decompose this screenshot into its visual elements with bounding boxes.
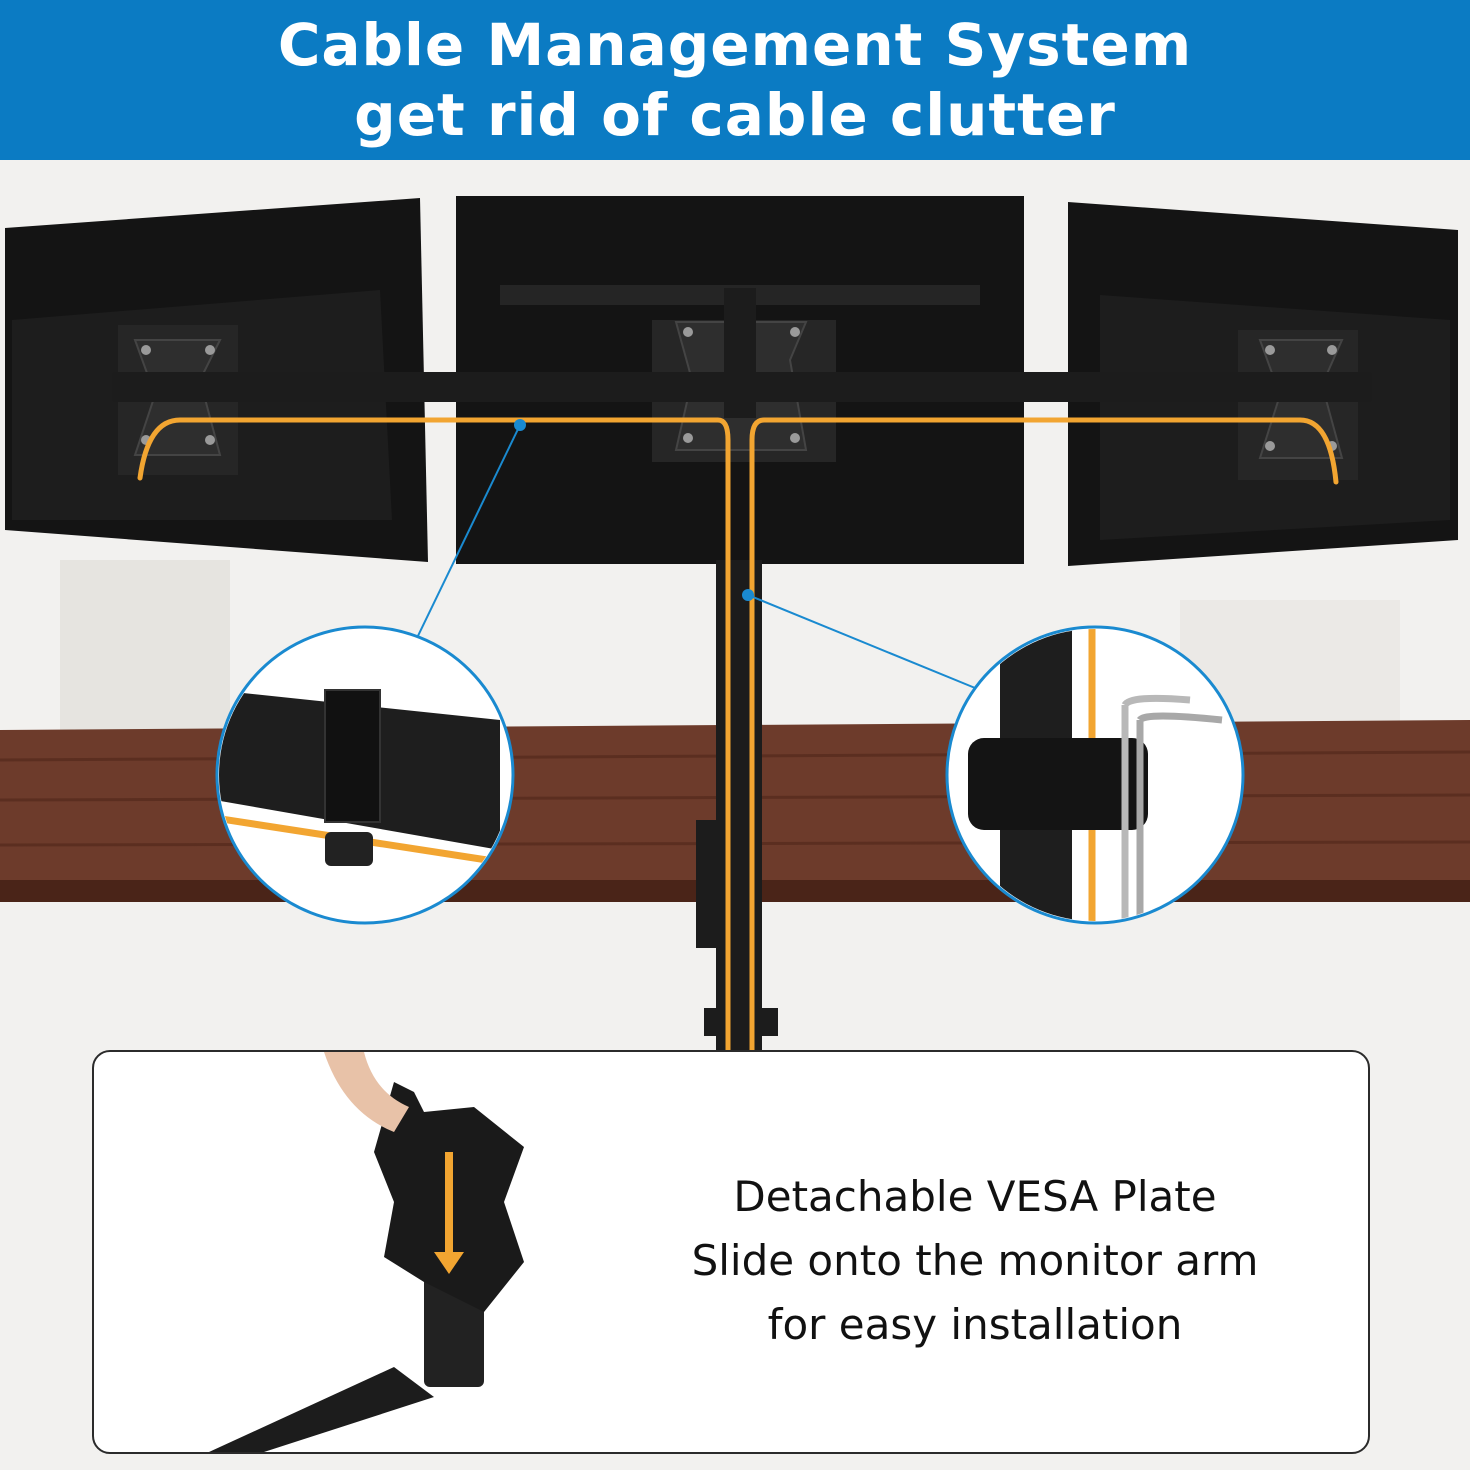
feature-title: Detachable VESA Plate	[733, 1172, 1217, 1221]
cable-routing	[137, 417, 1339, 1053]
banner-title: Cable Management System	[277, 11, 1193, 79]
feature-line-3: for easy installation	[767, 1300, 1183, 1349]
product-scene	[0, 160, 1470, 1470]
vesa-plate-illustration	[209, 1052, 524, 1452]
banner-subtitle: get rid of cable clutter	[354, 81, 1116, 149]
window-decor	[60, 560, 230, 730]
header-banner: Cable Management System get rid of cable…	[0, 0, 1470, 160]
pole-clip-callout	[945, 625, 1245, 925]
vesa-feature-panel	[92, 1050, 1370, 1454]
feature-line-2: Slide onto the monitor arm	[691, 1236, 1259, 1285]
vesa-feature-text: Detachable VESA Plate Slide onto the mon…	[640, 1165, 1310, 1357]
arm-clip-callout	[215, 625, 515, 925]
